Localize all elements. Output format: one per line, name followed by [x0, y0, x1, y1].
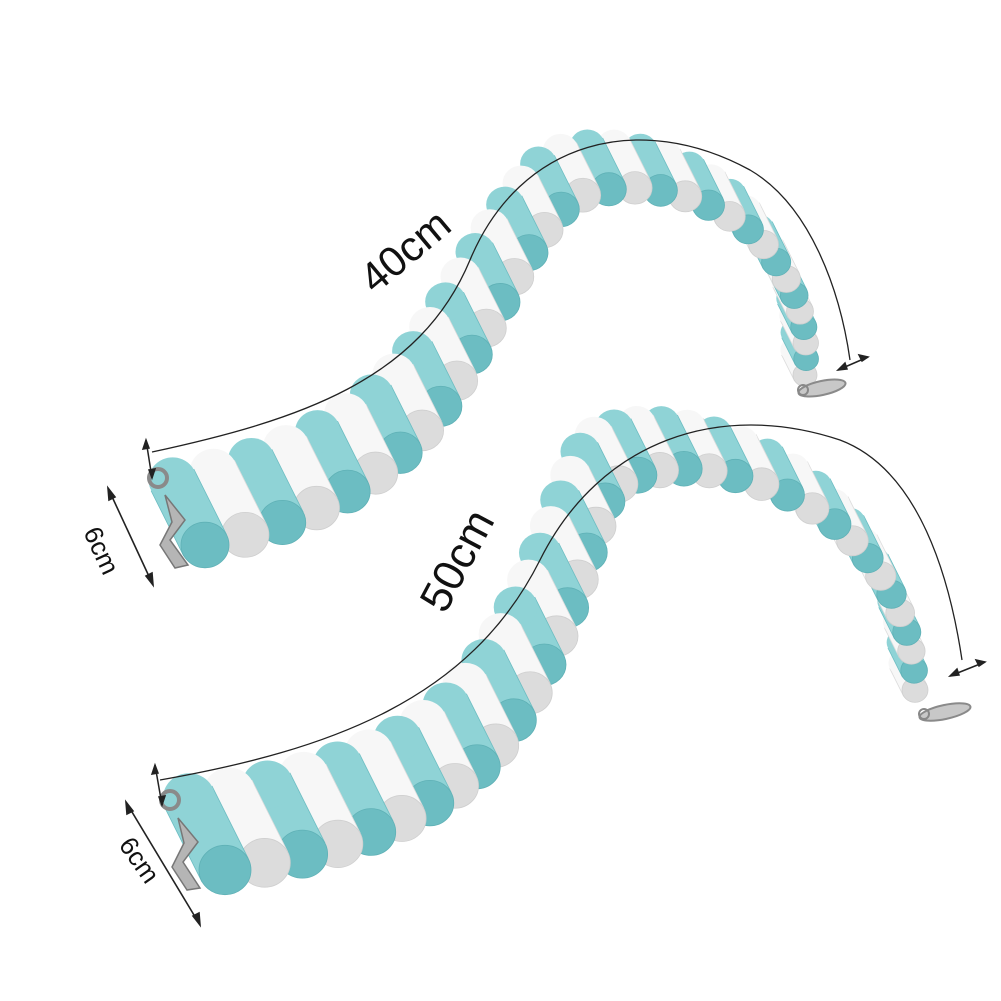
- top-left-hook-icon: [147, 467, 190, 569]
- bottom-length-arrow-icon: [150, 658, 987, 808]
- bottom-length-label: 50cm: [411, 502, 505, 620]
- bottom-right-hook-icon: [918, 702, 972, 722]
- bottom-ladder-sticks: [163, 405, 929, 896]
- top-length-arc: [151, 139, 851, 453]
- ladder-stick: [596, 129, 653, 205]
- ladder-stick: [189, 448, 270, 558]
- ladder-stick: [542, 133, 602, 213]
- top-ladder-sticks: [148, 129, 819, 569]
- top-width-arrow-icon: [106, 485, 155, 588]
- ladder-stick: [344, 729, 427, 842]
- bottom-length-arc: [159, 424, 963, 781]
- ladder-stick: [455, 233, 521, 322]
- top-length-arrow-icon: [141, 353, 870, 481]
- top-ladder: 40cm 6cm: [78, 129, 870, 588]
- top-width-label: 6cm: [78, 522, 126, 579]
- ladder-stick: [163, 773, 252, 896]
- top-right-hook-icon: [797, 378, 847, 398]
- bottom-width-arrow-icon: [124, 799, 202, 928]
- bottom-width-label: 6cm: [113, 831, 166, 888]
